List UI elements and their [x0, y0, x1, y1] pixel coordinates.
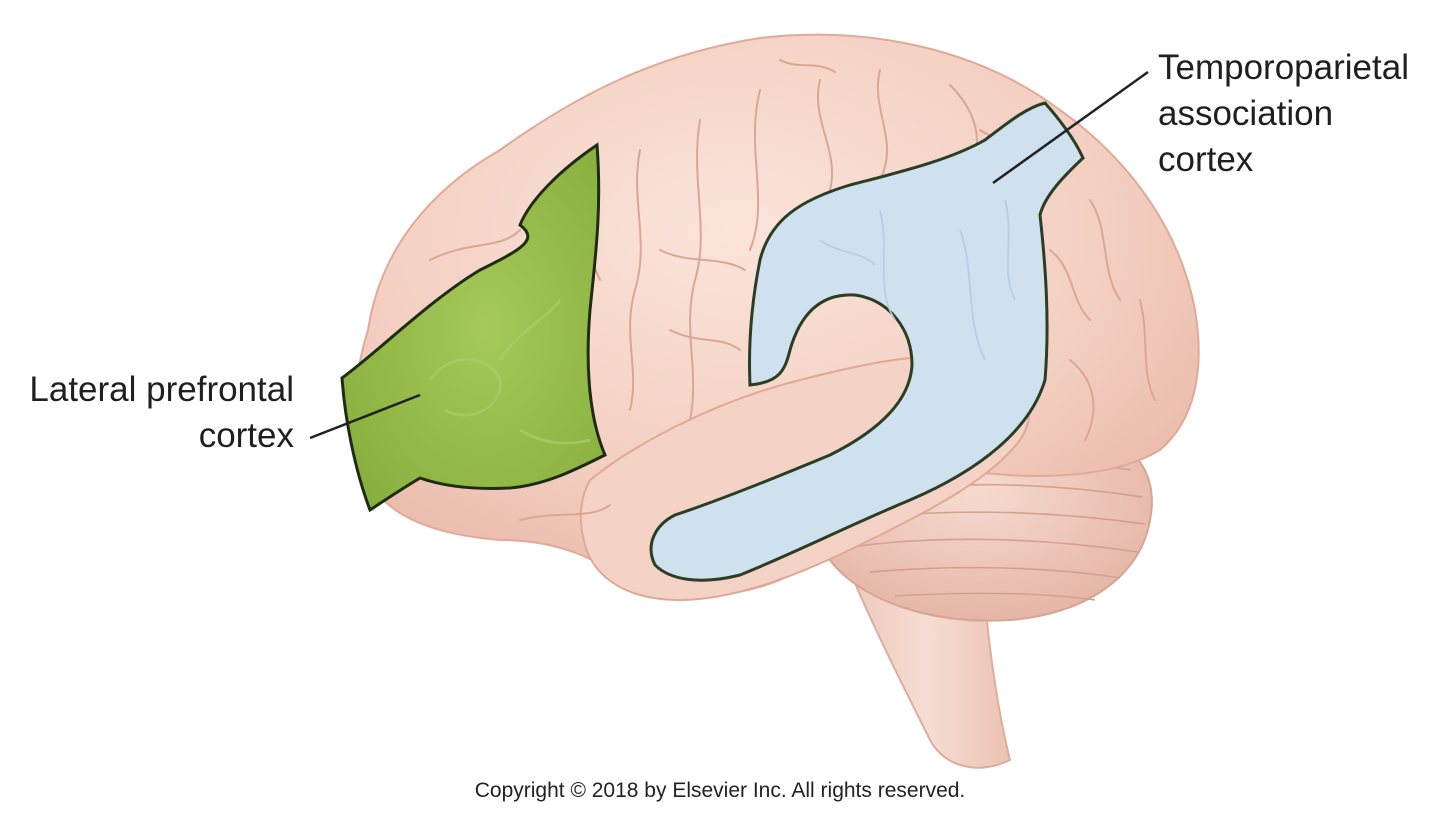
temporoparietal-leader-line — [992, 70, 1149, 185]
temporoparietal-label-line-1: Temporoparietal — [1158, 48, 1409, 87]
temporoparietal-label-line-2: association — [1158, 94, 1334, 133]
temporoparietal-label: Temporoparietal association cortex — [1158, 45, 1409, 183]
temporoparietal-label-line-3: cortex — [1158, 140, 1254, 179]
lateral-prefrontal-label: Lateral prefrontal cortex — [29, 367, 294, 459]
lateral-prefrontal-label-line-1: Lateral prefrontal — [29, 370, 294, 409]
temporoparietal-region — [649, 101, 1085, 582]
lateral-prefrontal-label-line-2: cortex — [198, 416, 294, 455]
copyright-notice: Copyright © 2018 by Elsevier Inc. All ri… — [474, 779, 966, 802]
lateral-prefrontal-region — [340, 142, 607, 513]
prefrontal-leader-line — [309, 393, 421, 440]
